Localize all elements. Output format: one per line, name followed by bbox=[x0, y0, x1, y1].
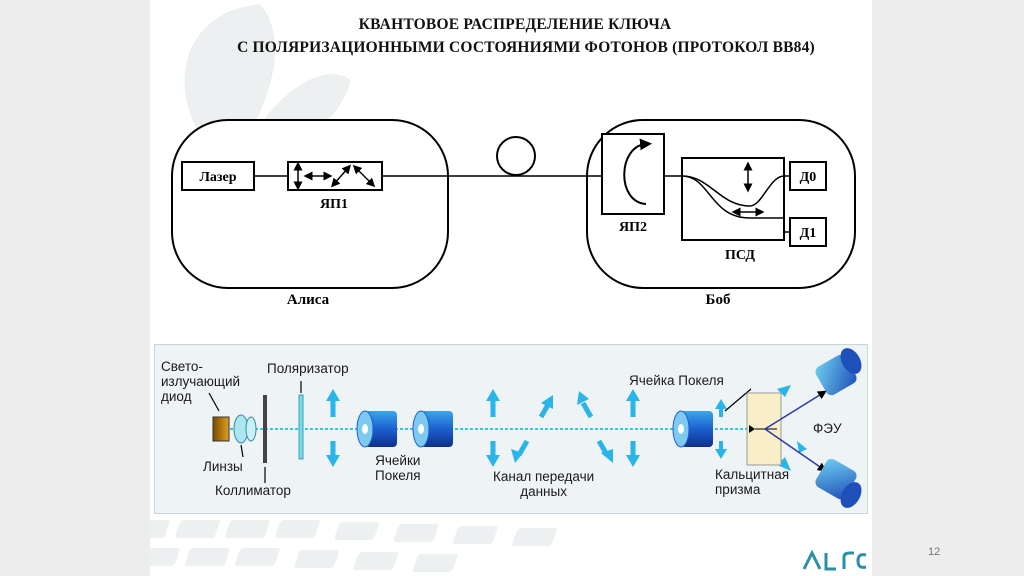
laser-box bbox=[181, 161, 255, 191]
polarizer-label: Поляризатор bbox=[267, 361, 349, 376]
channel-label: Канал передачи данных bbox=[493, 469, 595, 499]
collimator-plate bbox=[263, 395, 267, 463]
slide-title-line-2: С ПОЛЯРИЗАЦИОННЫМИ СОСТОЯНИЯМИ ФОТОНОВ (… bbox=[237, 39, 815, 56]
modulator-1-box bbox=[287, 161, 383, 191]
calcite-label: Кальцитная призма bbox=[715, 467, 790, 497]
slide-title-line-1: КВАНТОВОЕ РАСПРЕДЕЛЕНИЕ КЛЮЧА bbox=[358, 16, 672, 33]
pockels-cells-label: Ячейки Покеля bbox=[375, 453, 421, 483]
laser-label: Лазер bbox=[199, 170, 236, 185]
optical-setup-panel: Свето- излучающий диод Линзы Коллиматор … bbox=[154, 344, 868, 514]
polarization-arrows bbox=[326, 385, 807, 471]
optical-setup-diagram bbox=[208, 348, 862, 508]
pockels-cell-receiver bbox=[672, 410, 713, 448]
modulator-1-label: ЯП1 bbox=[320, 197, 348, 212]
lenses-label: Линзы bbox=[203, 459, 243, 474]
pockels-cell-1 bbox=[365, 411, 397, 447]
pmt-upper bbox=[815, 348, 862, 396]
pmt-label: ФЭУ bbox=[813, 421, 842, 436]
bb84-scheme: Лазер ЯП1 ЯП2 ПСД Д0 Д1 bbox=[171, 119, 856, 308]
detector-1-label: Д1 bbox=[800, 226, 817, 241]
collimator-label: Коллиматор bbox=[215, 483, 291, 498]
slide: КВАНТОВОЕ РАСПРЕДЕЛЕНИЕ КЛЮЧА С ПОЛЯРИЗА… bbox=[150, 0, 872, 576]
lens-2 bbox=[245, 416, 257, 442]
detector-1-box bbox=[789, 217, 827, 247]
detector-0-label: Д0 bbox=[800, 170, 817, 185]
background-decoration bbox=[150, 4, 557, 572]
pockels-cells-pair bbox=[356, 410, 453, 448]
pockels-cell-label: Ячейка Покеля bbox=[629, 373, 724, 388]
pockels-cell-2 bbox=[421, 411, 453, 447]
alice-enclosure bbox=[171, 119, 449, 289]
company-logo bbox=[802, 549, 867, 571]
led-label: Свето- излучающий диод bbox=[161, 359, 241, 404]
polarizer-plate bbox=[298, 394, 304, 460]
splitter-label: ПСД bbox=[725, 248, 755, 263]
modulator-2-label: ЯП2 bbox=[619, 220, 647, 235]
page-number: 12 bbox=[928, 546, 941, 558]
modulator-2-box bbox=[601, 133, 665, 215]
led-source bbox=[212, 416, 230, 442]
alice-label: Алиса bbox=[287, 292, 330, 308]
bob-label: Боб bbox=[706, 292, 731, 308]
fiber-coil bbox=[496, 136, 536, 176]
detector-0-box bbox=[789, 161, 827, 191]
splitter-box bbox=[681, 157, 785, 241]
pmt-lower bbox=[815, 458, 862, 508]
